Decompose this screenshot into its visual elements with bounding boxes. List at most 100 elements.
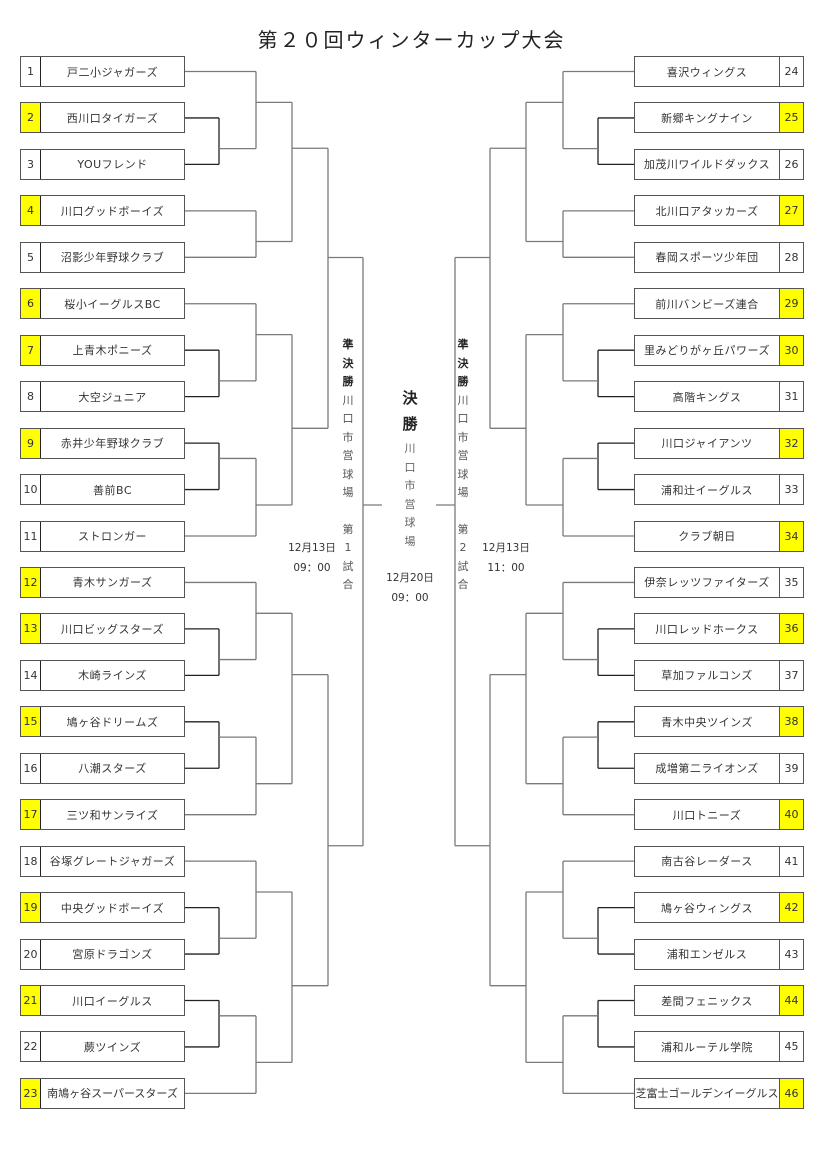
team-name: 草加ファルコンズ — [661, 669, 753, 683]
vertical-char: 球 — [404, 516, 416, 529]
vertical-char: 合 — [342, 578, 354, 591]
vertical-char: 営 — [404, 497, 416, 511]
team-name: 宮原ドラゴンズ — [72, 948, 153, 962]
team-number: 22 — [21, 1032, 41, 1062]
team-number: 5 — [21, 242, 41, 272]
team-number: 35 — [779, 567, 803, 597]
vertical-char: 決 — [402, 389, 418, 407]
semifinal-1-datetime: 12月13日 09：00 — [284, 538, 340, 578]
team-number: 13 — [21, 614, 41, 644]
final-venue: 川口市営球場 — [401, 440, 419, 551]
vertical-char: 川 — [342, 393, 354, 407]
team-name: 戸二小ジャガーズ — [67, 65, 158, 79]
team-number: 27 — [779, 196, 803, 226]
team-name: 南古谷レーダース — [661, 855, 753, 869]
vertical-char: 場 — [342, 486, 354, 499]
team-number: 9 — [21, 428, 41, 458]
team-number: 38 — [779, 707, 803, 737]
vertical-char: 勝 — [457, 375, 469, 388]
vertical-char: 決 — [342, 356, 354, 370]
vertical-char: 営 — [457, 449, 469, 462]
team-number: 24 — [779, 57, 803, 86]
team-name: 春岡スポーツ少年団 — [655, 251, 759, 265]
team-name: 青木サンガーズ — [72, 576, 153, 590]
team-number: 21 — [21, 986, 41, 1015]
team-name: ストロンガー — [78, 530, 147, 543]
team-name: 新郷キングナイン — [661, 111, 753, 125]
team-name: 沼影少年野球クラブ — [60, 251, 165, 265]
team-number: 2 — [21, 103, 41, 133]
team-number: 17 — [21, 800, 41, 830]
team-name: 川口ジャイアンツ — [661, 437, 753, 451]
team-entry: 1 戸二小ジャガーズ — [20, 56, 185, 87]
team-name: 青木中央ツインズ — [661, 715, 753, 729]
semifinal-2-time: 11：00 — [487, 562, 525, 574]
vertical-char: 市 — [457, 430, 469, 444]
vertical-char: 市 — [404, 479, 416, 492]
vertical-char: 口 — [457, 412, 469, 425]
team-name: YOUフレンド — [77, 158, 148, 172]
vertical-char: 場 — [404, 534, 416, 548]
team-name: 鳩ヶ谷ドリームズ — [66, 715, 159, 729]
team-number: 16 — [21, 753, 41, 783]
team-name: 喜沢ウィングス — [666, 65, 748, 79]
team-name: 鳩ヶ谷ウィングス — [661, 901, 753, 915]
team-entry: 3 YOUフレンド — [20, 148, 185, 180]
team-name: 浦和ルーテル学院 — [661, 1040, 753, 1054]
team-number: 23 — [21, 1078, 41, 1108]
team-number: 40 — [779, 800, 803, 830]
vertical-char: 球 — [457, 467, 469, 481]
team-name: 八潮スターズ — [78, 762, 147, 776]
vertical-char: 試 — [457, 559, 469, 573]
team-name: 浦和エンゼルス — [666, 948, 748, 962]
team-number: 14 — [21, 660, 41, 690]
team-entry: 42 鳩ヶ谷ウィングス — [634, 892, 804, 924]
team-name: 善前BC — [92, 483, 133, 497]
team-entry: 41 南古谷レーダース — [634, 845, 804, 877]
vertical-char: 1 — [344, 541, 352, 554]
team-entry: 5 沼影少年野球クラブ — [20, 241, 185, 273]
team-name: 桜小イーグルスBC — [64, 297, 161, 311]
team-name: 谷塚グレートジャガーズ — [49, 855, 176, 869]
team-name: 上青木ポニーズ — [72, 344, 153, 358]
team-name: 里みどりがヶ丘パワーズ — [644, 344, 770, 358]
vertical-char: 口 — [404, 460, 416, 474]
team-name: 赤井少年野球クラブ — [60, 437, 165, 451]
team-number: 42 — [779, 893, 803, 923]
team-name: 前川バンビーズ連合 — [655, 297, 759, 311]
team-number: 39 — [779, 753, 803, 783]
team-name: 芝富士ゴールデンイーグルス — [635, 1087, 779, 1101]
team-number: 36 — [779, 614, 803, 644]
vertical-char: 営 — [342, 449, 354, 462]
team-number: 4 — [21, 196, 41, 226]
team-name: クラブ朝日 — [678, 530, 736, 543]
team-number: 44 — [779, 986, 803, 1015]
vertical-char: 球 — [342, 467, 354, 481]
team-number: 41 — [779, 846, 803, 876]
team-name: 川口グッドボーイズ — [60, 204, 165, 218]
team-number: 8 — [21, 382, 41, 412]
team-name: 川口ビッグスターズ — [61, 622, 164, 636]
team-number: 1 — [21, 57, 41, 86]
vertical-char: 第 — [342, 522, 354, 536]
team-number: 3 — [21, 149, 41, 179]
semifinal-1-time: 09：00 — [293, 562, 331, 574]
team-entry: 24 喜沢ウィングス — [634, 56, 804, 87]
team-number: 33 — [779, 475, 803, 505]
team-name: 川口トニーズ — [672, 808, 742, 822]
team-number: 15 — [21, 707, 41, 737]
vertical-char: 合 — [457, 578, 469, 591]
team-entry: 40 川口トニーズ — [634, 799, 804, 831]
